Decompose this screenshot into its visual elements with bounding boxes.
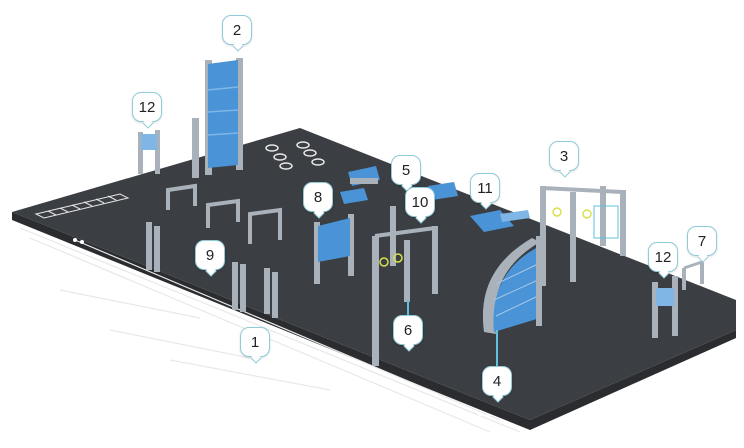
- callout-1: 1: [240, 327, 270, 357]
- callout-4: 4: [482, 366, 512, 396]
- ring-rig: [372, 206, 438, 366]
- sign-panel-left: [138, 130, 160, 174]
- callout-9: 9: [195, 240, 225, 270]
- sign-panel-right: [652, 276, 678, 338]
- balance-platform: [470, 210, 530, 232]
- callout-5: 5: [391, 155, 421, 185]
- track-dots: [73, 238, 490, 418]
- callout-7: 7: [687, 226, 717, 256]
- callout-12-right: 12: [648, 242, 678, 272]
- monkey-bar-frame: [540, 186, 626, 286]
- ladder-marking: [34, 193, 130, 219]
- leader-line-4: [496, 330, 498, 368]
- tall-climbing-wall: [192, 58, 243, 178]
- leader-line-6: [407, 300, 409, 316]
- floor-rings: [265, 141, 325, 170]
- vault-wall: [314, 214, 354, 284]
- callout-12-left: 12: [132, 92, 162, 122]
- parallel-bars: [166, 183, 282, 244]
- callout-6: 6: [393, 315, 423, 345]
- pull-up-bar-small: [682, 260, 704, 290]
- callout-11: 11: [470, 173, 500, 203]
- callout-8: 8: [303, 182, 333, 212]
- curved-climbing-wall: [482, 236, 542, 334]
- bench-obstacles: [340, 166, 458, 204]
- callout-3: 3: [549, 141, 579, 171]
- callout-10: 10: [405, 187, 435, 217]
- callout-2: 2: [222, 15, 252, 45]
- vertical-posts: [146, 222, 278, 318]
